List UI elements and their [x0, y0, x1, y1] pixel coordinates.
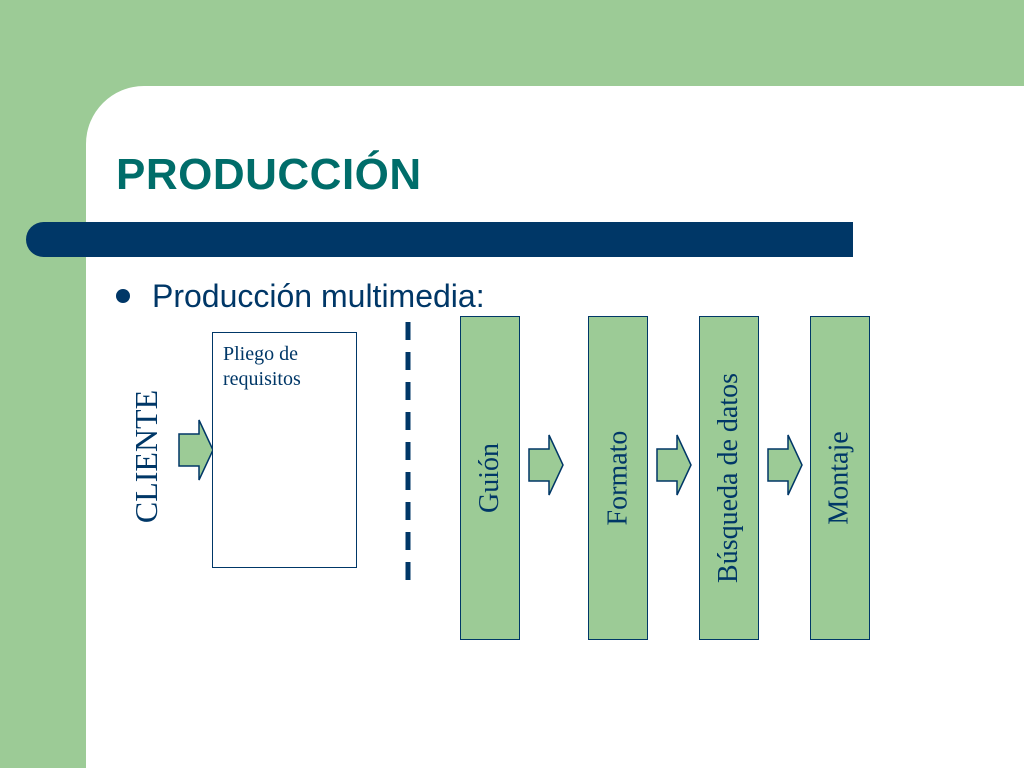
- arrow-right-icon: [178, 419, 214, 481]
- step-formato-label: Formato: [602, 430, 634, 526]
- step-montaje: Montaje: [810, 316, 870, 640]
- step-formato: Formato: [588, 316, 648, 640]
- step-busqueda-de-datos: Búsqueda de datos: [699, 316, 759, 640]
- requirements-document-label: Pliego de requisitos: [223, 343, 301, 390]
- requirements-document-box: Pliego de requisitos: [212, 332, 357, 568]
- client-label: CLIENTE: [128, 386, 165, 526]
- step-guion: Guión: [460, 316, 520, 640]
- slide-title: PRODUCCIÓN: [116, 150, 422, 199]
- step-guion-label: Guión: [474, 443, 505, 513]
- step-busqueda-de-datos-label: Búsqueda de datos: [713, 373, 744, 583]
- bullet-icon: [116, 289, 130, 303]
- step-montaje-label: Montaje: [824, 431, 855, 525]
- title-underline-bar: [26, 222, 853, 257]
- arrow-right-icon: [767, 434, 803, 496]
- arrow-right-icon: [528, 434, 564, 496]
- arrow-right-icon: [656, 434, 692, 496]
- dashed-divider-line: [405, 322, 411, 582]
- left-green-band: [0, 0, 86, 768]
- bullet-item: Producción multimedia:: [116, 276, 485, 316]
- client-label-text: CLIENTE: [128, 389, 165, 523]
- bullet-text: Producción multimedia:: [152, 277, 485, 314]
